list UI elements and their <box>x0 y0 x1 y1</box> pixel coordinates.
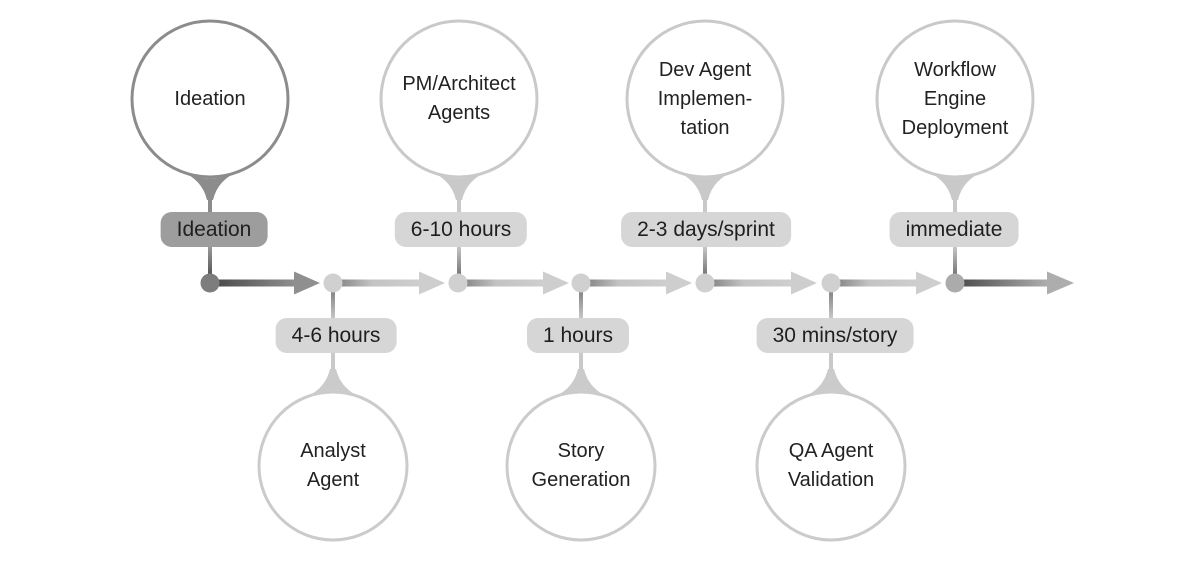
arrowhead-icon <box>791 271 817 295</box>
node-label-pm-architect: PM/Architect Agents <box>402 73 516 124</box>
balloon-tail <box>303 369 363 398</box>
balloon-circle <box>505 390 657 542</box>
timeline-arrow-segment <box>831 279 916 287</box>
timeline-dot <box>695 273 715 293</box>
balloon-shapes <box>130 19 1035 542</box>
node-label-workflow-engine: Workflow Engine Deployment <box>901 58 1009 139</box>
balloon-circle <box>875 19 1035 179</box>
balloon-tail <box>925 171 985 200</box>
duration-badge-workflow-engine: immediate <box>889 212 1019 247</box>
duration-badge-pm-architect: 6-10 hours <box>394 212 528 247</box>
timeline-arrow-segment <box>210 279 294 287</box>
balloon-tail <box>429 171 489 200</box>
balloon-tail <box>551 369 611 398</box>
connector-stem <box>579 350 583 370</box>
connector-stem <box>331 283 335 318</box>
balloon-tail <box>180 171 240 200</box>
arrowhead-icon <box>916 271 942 295</box>
connector-stem <box>331 350 335 370</box>
balloon-circle <box>130 19 290 179</box>
balloon-tail <box>801 369 861 398</box>
duration-badge-dev-agent: 2-3 days/sprint <box>621 212 791 247</box>
timeline-dot <box>571 273 591 293</box>
timeline-arrow-segment <box>581 279 666 287</box>
timeline-dot <box>821 273 841 293</box>
timeline-dot <box>323 273 343 293</box>
duration-badge-analyst-agent: 4-6 hours <box>275 318 397 353</box>
connector-stem <box>457 198 461 214</box>
timeline-dot <box>448 273 468 293</box>
timeline-dot <box>200 273 220 293</box>
connector-stem <box>579 283 583 318</box>
balloon-circle <box>257 390 409 542</box>
connector-stems <box>208 198 957 370</box>
arrowhead-icon <box>294 271 320 295</box>
connector-stem <box>703 198 707 214</box>
duration-badge-ideation: Ideation <box>160 212 268 247</box>
arrowhead-icon <box>419 271 445 295</box>
arrowhead-icon <box>543 271 569 295</box>
timeline-axis <box>200 271 1074 295</box>
balloon-tail <box>675 171 735 200</box>
node-label-story-generation: Story Generation <box>531 440 631 491</box>
node-label-ideation: Ideation <box>174 87 246 110</box>
balloon-circle <box>625 19 785 179</box>
node-label-dev-agent: Dev Agent Implemen- tation <box>657 58 753 139</box>
node-label-qa-agent: QA Agent Validation <box>787 440 875 491</box>
timeline-arrow-segment <box>458 279 543 287</box>
connector-stem <box>208 198 212 214</box>
balloon-circle <box>755 390 907 542</box>
connector-stem <box>829 283 833 318</box>
arrowhead-icon <box>1047 271 1074 295</box>
connector-stem <box>457 247 461 283</box>
timeline-arrow-segment <box>955 279 1047 287</box>
node-label-analyst-agent: Analyst Agent <box>300 440 366 491</box>
arrowhead-icon <box>666 271 692 295</box>
connector-stem <box>953 247 957 283</box>
connector-stem <box>829 350 833 370</box>
connector-stem <box>953 198 957 214</box>
duration-badge-qa-agent: 30 mins/story <box>756 318 914 353</box>
connector-stem <box>703 247 707 283</box>
timeline-dot <box>945 273 965 293</box>
timeline-arrow-segment <box>333 279 419 287</box>
timeline-arrow-segment <box>705 279 791 287</box>
balloon-circle <box>379 19 539 179</box>
connector-stem <box>208 247 212 283</box>
duration-badge-story-generation: 1 hours <box>526 318 630 353</box>
